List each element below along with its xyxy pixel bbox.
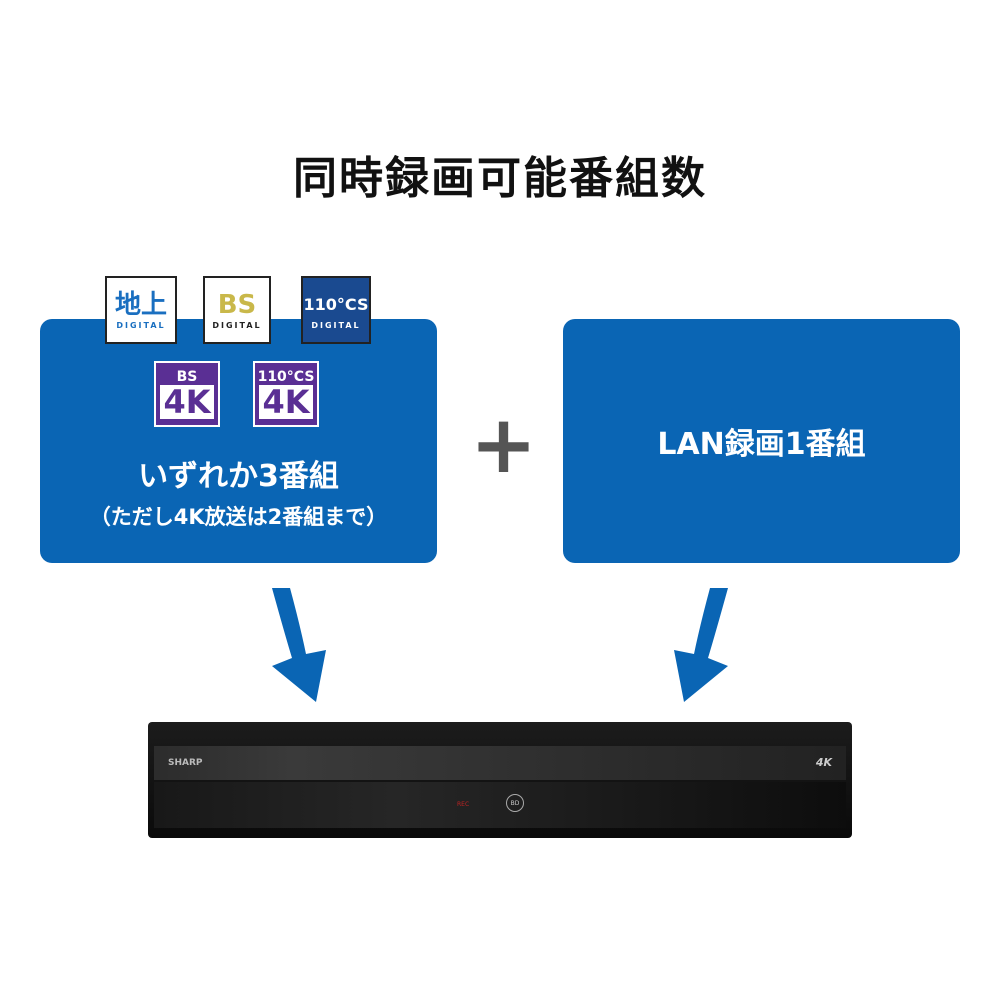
lan-recording-box: LAN録画1番組 [563, 319, 960, 563]
arrows [272, 588, 728, 702]
bd-eject-button: BD [506, 794, 524, 812]
plus-sign: + [470, 398, 538, 491]
three-programs-text: いずれか3番組 [138, 459, 339, 494]
4k-badge: 4K [815, 756, 832, 769]
left-arrow-icon [272, 588, 326, 702]
page-title: 同時録画可能番組数 [293, 153, 707, 204]
lan-recording-text: LAN録画1番組 [657, 427, 866, 462]
4k-limit-note: （ただし4K放送は2番組まで） [89, 505, 388, 529]
recorder-image: SHARP 4K REC BD [148, 722, 852, 838]
brand-logo: SHARP [168, 758, 203, 768]
rec-indicator: REC [457, 801, 470, 808]
right-arrow-icon [674, 588, 728, 702]
broadcast-recording-box: いずれか3番組 （ただし4K放送は2番組まで） [40, 319, 437, 563]
